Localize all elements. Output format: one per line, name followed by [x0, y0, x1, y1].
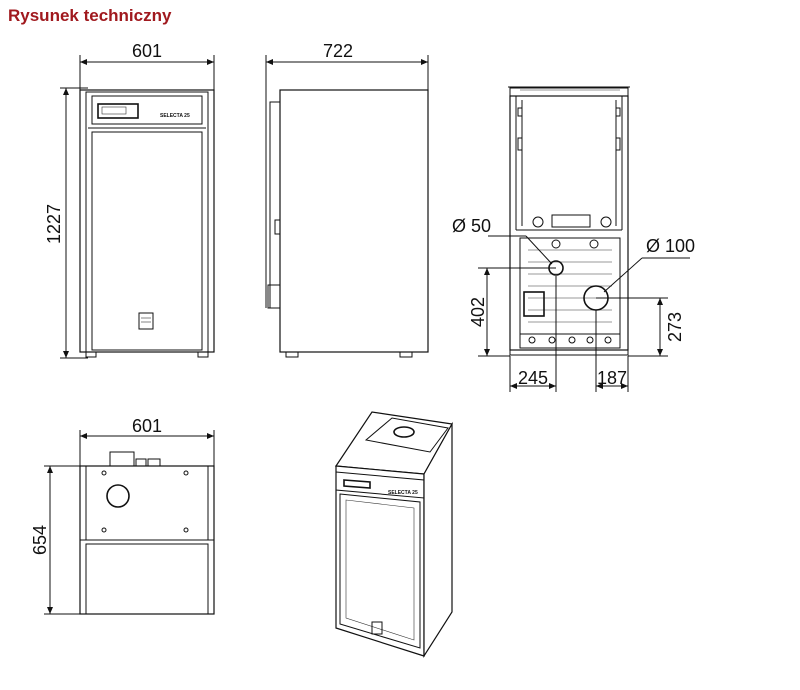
front-view: 601 1227 SELECTA 25	[44, 41, 215, 359]
outlet-diameter-label: Ø 100	[646, 236, 695, 256]
isometric-view: SELECTA 25	[334, 411, 453, 659]
iso-door	[339, 493, 421, 649]
side-view: 722	[265, 41, 429, 358]
top-flue-collar	[109, 451, 135, 467]
top-flue-opening	[106, 484, 130, 508]
top-width-label: 601	[132, 416, 162, 436]
side-depth-label: 722	[323, 41, 353, 61]
top-depth-label: 654	[30, 525, 50, 555]
top-view: 601 654	[30, 416, 215, 615]
side-body	[279, 89, 429, 353]
flue-diameter-label: Ø 50	[452, 216, 491, 236]
iso-logo-plate	[371, 621, 383, 635]
rear-view: Ø 50 Ø 100 402 273 245 187	[452, 86, 695, 392]
drawing-title: Rysunek techniczny	[8, 6, 172, 25]
rear-top-connector	[551, 214, 591, 228]
front-badge-text: SELECTA 25	[160, 113, 190, 119]
offset-245-label: 245	[518, 368, 548, 388]
front-body	[79, 89, 215, 353]
rear-body	[509, 95, 629, 351]
height-273-label: 273	[665, 312, 685, 342]
iso-badge-text: SELECTA 25	[388, 490, 418, 496]
side-hinge	[274, 219, 281, 235]
iso-top-opening	[393, 426, 415, 438]
front-logo-plate	[138, 312, 154, 330]
control-display	[97, 103, 139, 119]
front-height-label: 1227	[44, 204, 64, 244]
offset-187-label: 187	[597, 368, 627, 388]
front-width-label: 601	[132, 41, 162, 61]
height-402-label: 402	[468, 297, 488, 327]
iso-side-face	[423, 421, 453, 659]
